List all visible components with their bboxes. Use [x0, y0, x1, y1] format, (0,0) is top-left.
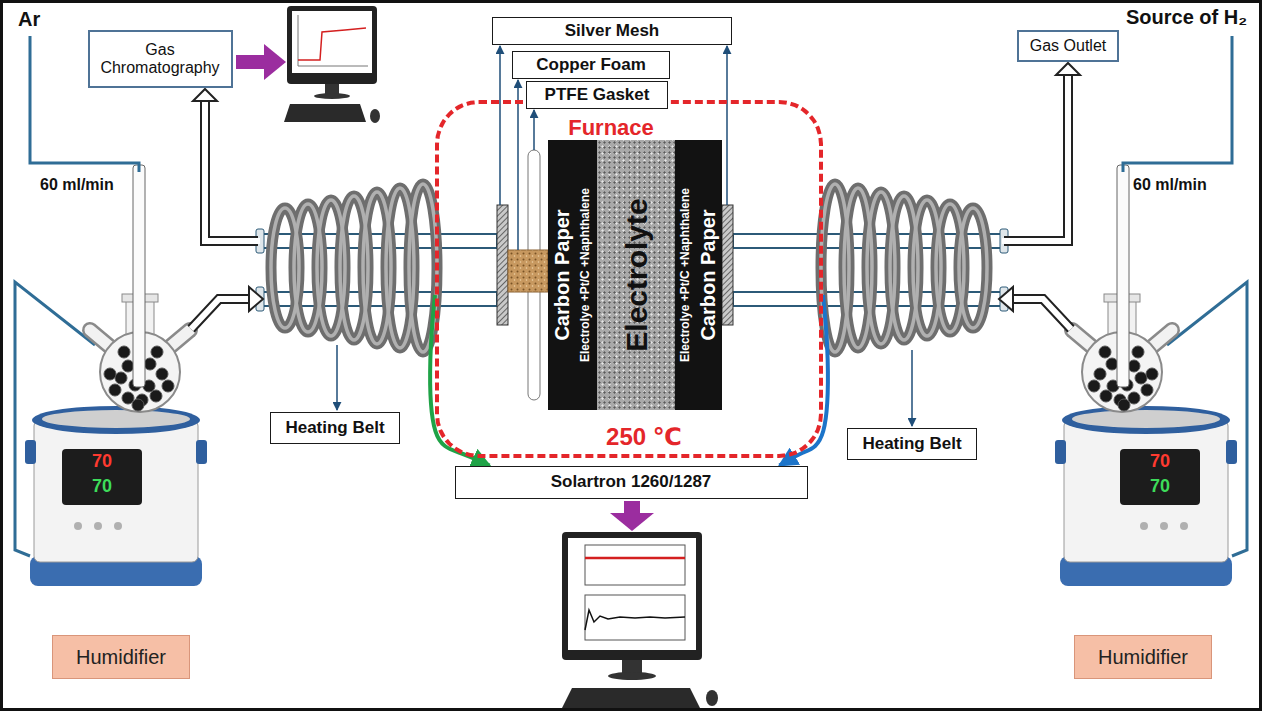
leader-line [337, 46, 912, 426]
computer-monitor [706, 690, 718, 706]
gas-flow-arrow [191, 299, 250, 329]
flow-rate: 60 ml/min [40, 176, 114, 194]
silver-mesh [497, 205, 508, 325]
data-transfer-arrow [264, 44, 286, 80]
electrolyte-layer: Electrolyte [597, 140, 675, 410]
part-label-box: Heating Belt [847, 428, 977, 460]
heating-coil [271, 184, 987, 352]
computer-monitor [325, 84, 339, 94]
box-label: Gas Chromatography [100, 41, 221, 78]
box-label: Humidifier [76, 646, 166, 669]
computer-monitor [585, 610, 685, 630]
computer-monitor [284, 6, 380, 123]
humidifier-illustration [15, 165, 207, 586]
gas-flow-arrow [1002, 76, 1068, 241]
gas-flow-arrow [205, 100, 258, 241]
box-label: PTFE Gasket [545, 85, 650, 105]
data-transfer-arrow [624, 501, 640, 514]
computer-monitor [314, 93, 350, 99]
gas-flow-arrow [1012, 299, 1071, 329]
box-label: Copper Foam [536, 55, 646, 75]
display-reading: 70 [92, 452, 112, 472]
gas-flow-arrow [999, 287, 1013, 311]
box-label: Gas Outlet [1030, 37, 1106, 55]
copper-foam [508, 250, 548, 292]
box-label: Silver Mesh [565, 21, 660, 41]
humidifier-illustration [1055, 165, 1247, 586]
gas-feed-line [1123, 36, 1232, 172]
leader-line [499, 46, 501, 205]
instrument-box: Solartron 1260/1287 [455, 466, 808, 499]
instrument-box: Gas Chromatography [88, 30, 233, 88]
computer-monitor [608, 672, 656, 680]
box-label: Humidifier [1098, 646, 1188, 669]
leader-line [533, 110, 535, 150]
computer-monitor [562, 532, 718, 708]
gas-flow-arrow [1004, 75, 1068, 241]
computer-monitor [585, 545, 685, 585]
signal-wire [430, 295, 489, 466]
part-label-box: Copper Foam [512, 51, 670, 79]
data-transfer-arrow [610, 513, 654, 531]
gas-flow-arrow [1011, 299, 1071, 329]
computer-monitor [585, 595, 685, 640]
layer-label: Electrolye +Pt/C +Naphthalene [579, 188, 592, 362]
region-label: 250 ℃ [606, 424, 682, 450]
gas-flow-arrow [1056, 63, 1080, 75]
region-label: Furnace [568, 116, 654, 140]
computer-monitor [292, 11, 372, 73]
layer-label: Electrolye +Pt/C +Naphthalene [679, 188, 692, 362]
computer-monitor [562, 688, 700, 708]
flow-rate: 60 ml/min [1133, 176, 1207, 194]
display-reading: 70 [1150, 477, 1170, 497]
computer-monitor [284, 104, 366, 122]
heating-coil [271, 184, 987, 352]
part-label-box: Heating Belt [270, 412, 400, 444]
outlet-box: Gas Outlet [1017, 30, 1119, 62]
display-reading: 70 [1150, 452, 1170, 472]
electrode-strip: Carbon Paper Electrolye +Pt/C +Naphthalen… [548, 140, 597, 410]
leader-line [517, 80, 519, 250]
box-label: Heating Belt [862, 434, 961, 454]
humidifier-label-box: Humidifier [52, 635, 190, 679]
computer-monitor [585, 557, 685, 560]
electrode-strip: Electrolye +Pt/C +Naphthalene Carbon Pape… [675, 140, 722, 410]
computer-monitor [370, 109, 380, 123]
computer-monitor [622, 660, 642, 674]
computer-monitor [568, 538, 696, 650]
leader-line [726, 46, 728, 205]
leader-line [336, 345, 338, 410]
heating-coil [959, 208, 987, 328]
part-label-box: Silver Mesh [492, 17, 732, 45]
box-label: Solartron 1260/1287 [551, 472, 712, 492]
leader-line [911, 350, 913, 426]
gas-name: Ar [18, 8, 40, 30]
part-label-box: PTFE Gasket [526, 81, 668, 109]
data-transfer-arrow [236, 55, 265, 69]
box-label: Heating Belt [285, 418, 384, 438]
gas-flow-arrow [191, 299, 251, 329]
layer-label: Electrolyte [620, 198, 653, 351]
heating-coil [271, 184, 987, 352]
gas-flow-arrow [193, 89, 217, 101]
layer-label: Carbon Paper [551, 209, 573, 340]
gas-name: Source of H₂ [1126, 6, 1247, 28]
computer-monitor [298, 28, 366, 60]
computer-monitor [298, 15, 368, 66]
computer-monitor [287, 6, 377, 84]
gas-flow-arrow [249, 287, 263, 311]
computer-monitor [562, 532, 702, 660]
gas-flow-arrow [205, 101, 260, 241]
silver-mesh [722, 205, 733, 325]
display-reading: 70 [92, 477, 112, 497]
humidifier-label-box: Humidifier [1074, 635, 1212, 679]
layer-label: Carbon Paper [697, 209, 719, 340]
furnace-region: Furnace250 ℃Carbon PaperElectrolye +Pt/C… [435, 100, 823, 458]
